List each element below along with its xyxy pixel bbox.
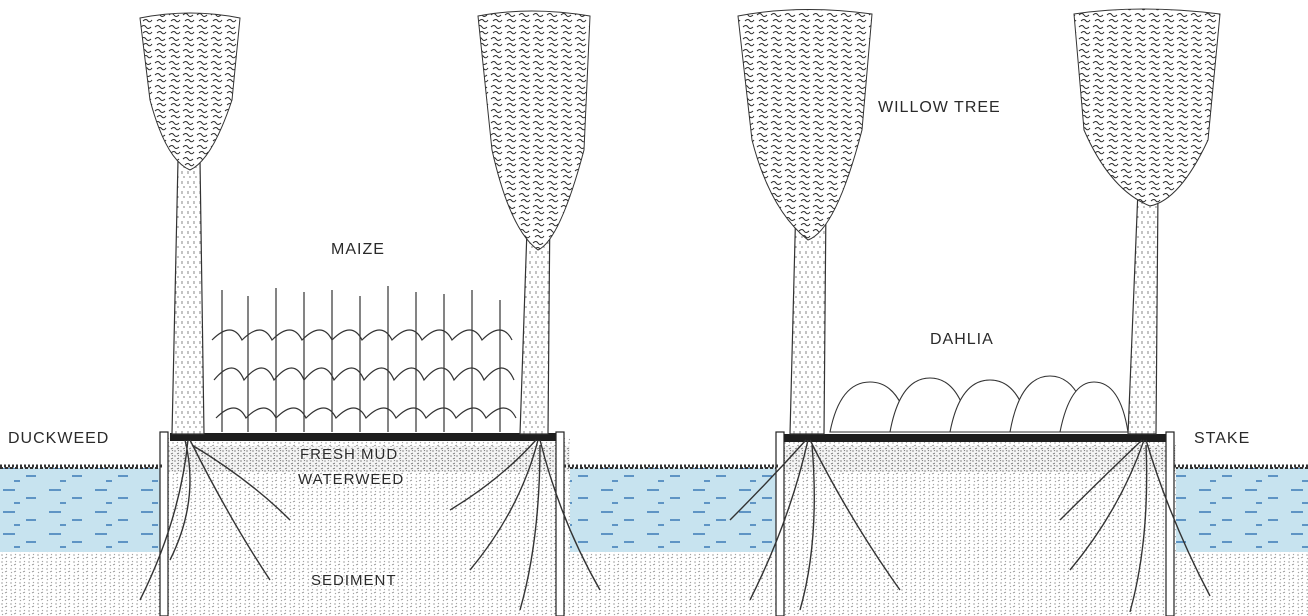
label-stake: STAKE xyxy=(1194,430,1250,448)
stake-left-1 xyxy=(160,432,168,616)
maize-plants xyxy=(212,286,516,432)
label-waterweed: WATERWEED xyxy=(298,471,404,488)
label-duckweed: DUCKWEED xyxy=(8,430,109,448)
left-mud-band xyxy=(170,433,564,441)
willow-tree-4 xyxy=(1074,9,1220,434)
stake-right-2 xyxy=(1166,432,1174,616)
willow-tree-3 xyxy=(738,9,872,434)
willow-tree-1 xyxy=(140,13,240,434)
right-mud-band xyxy=(784,434,1170,442)
dahlia-plants xyxy=(830,376,1128,432)
label-dahlia: DAHLIA xyxy=(930,331,994,349)
stake-left-2 xyxy=(556,432,564,616)
sediment-layer xyxy=(0,552,1308,616)
label-fresh-mud: FRESH MUD xyxy=(300,446,398,463)
label-sediment: SEDIMENT xyxy=(311,572,397,589)
label-willow-tree: WILLOW TREE xyxy=(878,99,1001,117)
label-maize: MAIZE xyxy=(331,241,385,259)
